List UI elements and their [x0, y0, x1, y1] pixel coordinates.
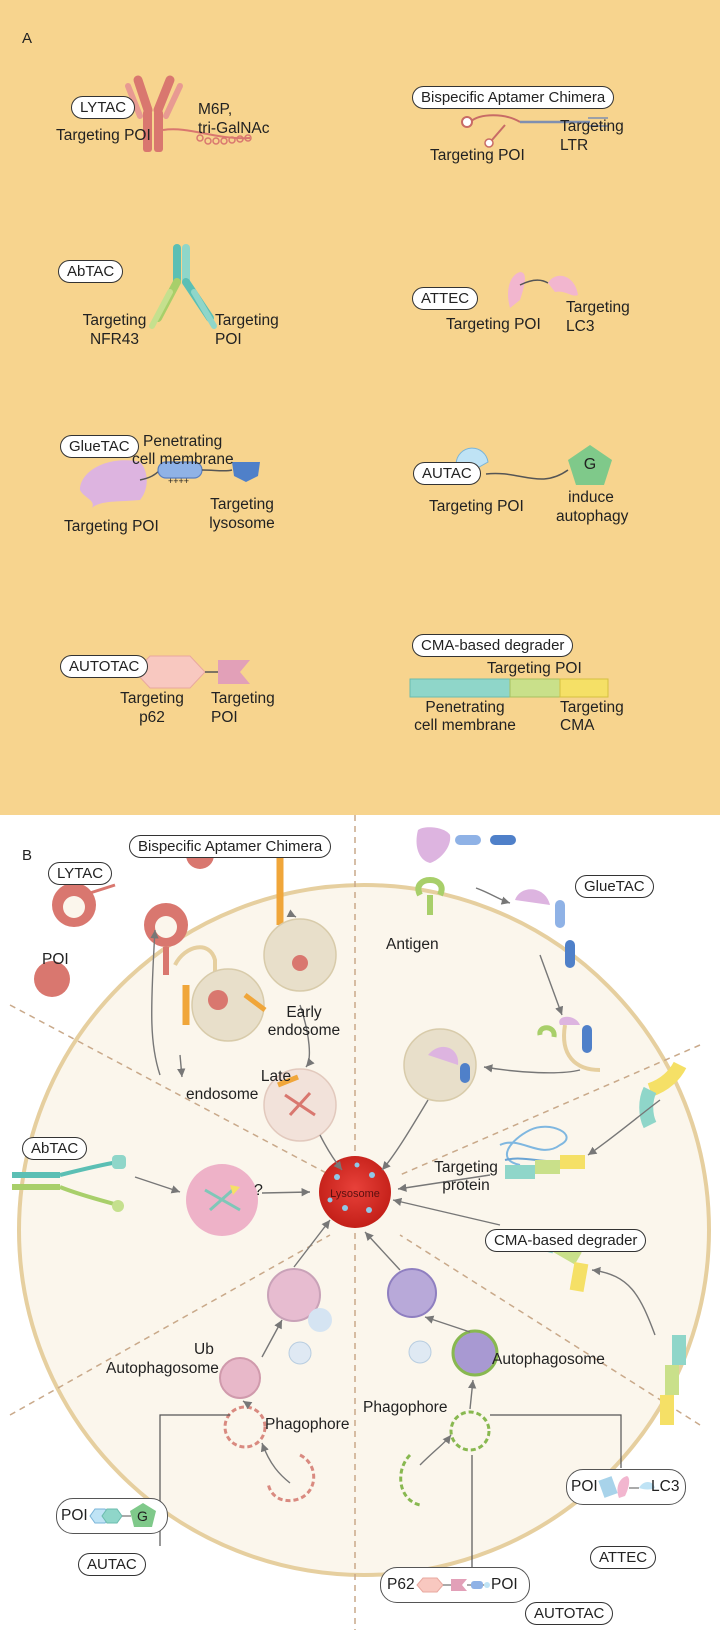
autophagy-right	[387, 1268, 499, 1507]
gluetac-label-pen-2: cell membrane	[132, 451, 234, 468]
b-attec-tag: ATTEC	[590, 1546, 657, 1569]
b-autotac-poi: POI	[491, 1576, 518, 1593]
aptamer-label-poi: Targeting POI	[430, 147, 525, 164]
panel-b-letter: B	[22, 847, 33, 864]
cma-label-poi: Targeting POI	[487, 660, 582, 677]
gluetac-label-lys-1: Targeting	[210, 496, 274, 513]
b-label-targeting-1: Targeting	[434, 1159, 498, 1176]
attec-label-lc3-2: LC3	[566, 318, 595, 335]
abtac-label-poi-1: Targeting	[215, 312, 279, 329]
attec-label-poi: Targeting POI	[446, 316, 541, 333]
aptamer-label-ltr-1: Targeting	[560, 118, 624, 135]
gluetac-pathway	[403, 827, 592, 1102]
cell-membrane	[17, 883, 711, 1577]
lytac-tag: LYTAC	[71, 96, 136, 119]
cma-label-cma-2: CMA	[560, 717, 595, 734]
b-label-late-2: endosome	[186, 1086, 259, 1103]
abtac-label-nfr-2: NFR43	[89, 331, 140, 348]
panel-a: A	[0, 0, 720, 815]
b-label-early-1: Early	[286, 1004, 322, 1021]
b-label-ub: Ub	[194, 1341, 214, 1358]
abtac-antibody-icon	[149, 244, 217, 329]
b-autotac-molecule-icon	[416, 1577, 490, 1593]
aptamer-tag: Bispecific Aptamer Chimera	[412, 86, 615, 109]
lytac-label-target: Targeting POI	[56, 127, 151, 144]
autotac-label-p62-1: Targeting	[120, 690, 184, 707]
panel-a-letter: A	[22, 30, 33, 47]
b-autotac-tag: AUTOTAC	[525, 1602, 614, 1625]
b-autac-molecule-icon	[89, 1503, 156, 1527]
b-autac-poi: POI	[61, 1507, 88, 1524]
lytac-antibody-icon	[125, 75, 252, 152]
autotac-label-poi-1: Targeting	[211, 690, 275, 707]
gluetac-molecule-icon	[80, 460, 260, 508]
b-label-question: ?	[254, 1182, 263, 1199]
lytac-pathway	[34, 841, 284, 1025]
b-label-phagophore-left: Phagophore	[265, 1416, 350, 1433]
b-label-late-1: Late	[260, 1068, 292, 1085]
abtac-pathway	[12, 1155, 258, 1236]
b-attec-molecule-box: POI LC3	[566, 1469, 686, 1505]
b-autac-g: G	[137, 1508, 148, 1524]
b-label-autophagosome-right: Autophagosome	[492, 1351, 605, 1368]
b-abtac-tag: AbTAC	[22, 1137, 88, 1160]
autophagy-left	[219, 1268, 332, 1503]
autotac-molecule-icon	[134, 655, 250, 689]
b-label-antigen: Antigen	[386, 936, 439, 953]
attec-molecule-icon	[508, 272, 578, 308]
cma-label-pen-1: Penetrating	[425, 699, 505, 716]
late-endosome-icon	[263, 1068, 337, 1142]
gluetac-label-pen-1: Penetrating	[143, 433, 223, 450]
cma-label-cma-1: Targeting	[560, 699, 624, 716]
b-label-targeting-2: protein	[442, 1177, 490, 1194]
lytac-label-galnac: tri-GalNAc	[198, 120, 270, 137]
panel-a-drawings	[80, 75, 612, 698]
autotac-tag: AUTOTAC	[60, 655, 149, 678]
b-cma-tag: CMA-based degrader	[485, 1229, 647, 1252]
b-label-autophagosome-left: Autophagosome	[106, 1360, 219, 1377]
abtac-label-poi-2: POI	[215, 331, 242, 348]
early-endosome-icon	[191, 918, 337, 1042]
cma-degrader-icon	[409, 678, 609, 698]
b-label-lysosome: Lysosome	[330, 1188, 380, 1200]
gluetac-label-lys-2: lysosome	[209, 515, 275, 532]
b-autac-molecule-box: POI G	[56, 1498, 168, 1534]
b-attec-poi: POI	[571, 1478, 598, 1495]
autac-label-ind-2: autophagy	[556, 508, 629, 525]
b-autotac-p62: P62	[387, 1576, 415, 1593]
autac-glyph: G	[583, 456, 597, 473]
attec-tag: ATTEC	[412, 287, 479, 310]
autotac-label-poi-2: POI	[211, 709, 238, 726]
autac-label-poi: Targeting POI	[429, 498, 524, 515]
lytac-label-m6p: M6P,	[198, 101, 233, 118]
gluetac-label-poi: Targeting POI	[64, 518, 159, 535]
b-attec-molecule-icon	[598, 1476, 655, 1498]
abtac-label-nfr-1: Targeting	[82, 312, 147, 329]
autotac-label-p62-2: p62	[139, 709, 165, 726]
panel-b: B	[0, 815, 720, 1630]
b-lytac-tag: LYTAC	[48, 862, 113, 885]
gluetac-tag: GlueTAC	[60, 435, 139, 458]
aptamer-chimera-icon	[461, 114, 608, 148]
cma-tag: CMA-based degrader	[412, 634, 574, 657]
b-autac-tag: AUTAC	[78, 1553, 146, 1576]
b-label-poi: POI	[42, 951, 69, 968]
b-label-phagophore-right: Phagophore	[363, 1399, 448, 1416]
lysosome-icon	[319, 1156, 391, 1228]
b-aptamer-tag: Bispecific Aptamer Chimera	[129, 835, 332, 858]
b-autotac-molecule-box: P62 POI	[380, 1567, 530, 1603]
b-gluetac-tag: GlueTAC	[575, 875, 654, 898]
attec-label-lc3-1: Targeting	[566, 299, 630, 316]
b-attec-lc3: LC3	[651, 1478, 680, 1495]
pathway-arrows	[134, 887, 661, 1484]
autac-label-ind-1: induce	[568, 489, 614, 506]
aptamer-label-ltr-2: LTR	[560, 137, 589, 154]
autac-tag: AUTAC	[413, 462, 481, 485]
cma-label-pen-2: cell membrane	[414, 717, 516, 734]
b-label-early-2: endosome	[267, 1022, 341, 1039]
abtac-tag: AbTAC	[58, 260, 124, 283]
gluetac-charge: ++++	[168, 476, 190, 486]
